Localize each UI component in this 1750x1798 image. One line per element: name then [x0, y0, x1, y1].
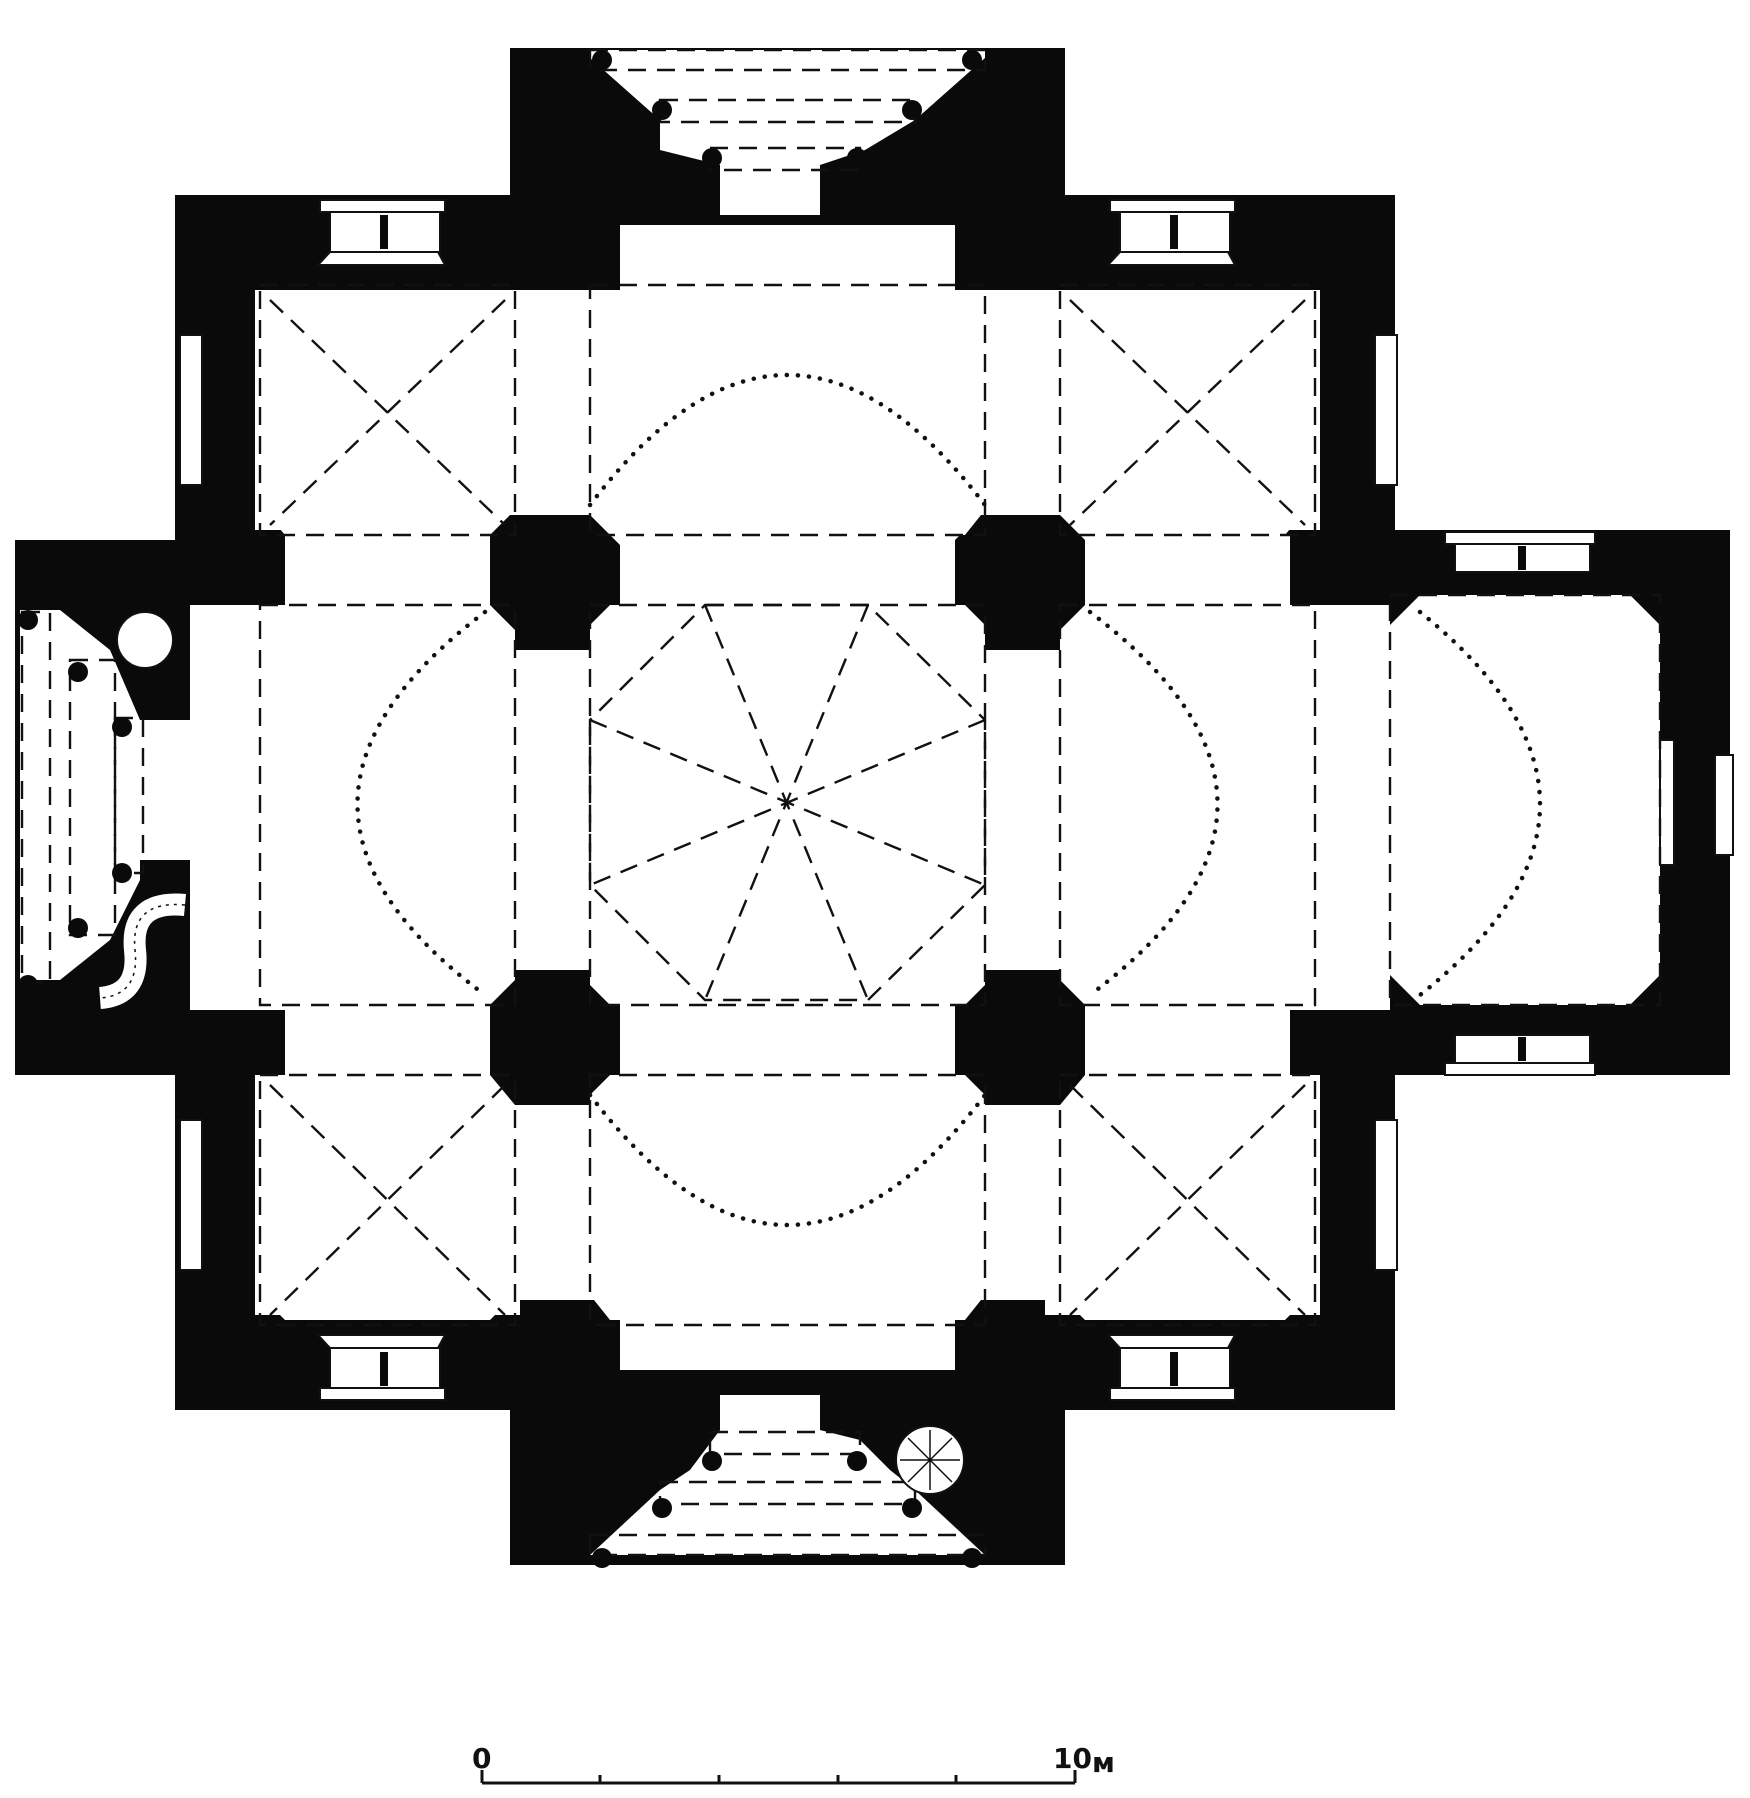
dome-arcs [355, 372, 1543, 1228]
window-east-south [1374, 1119, 1398, 1271]
windows [179, 199, 1734, 1401]
spiral-stair-south [895, 1425, 965, 1495]
window-apse-outer [1714, 754, 1734, 856]
window-east-top [1444, 531, 1596, 573]
scale-start-label: 0 [472, 1742, 491, 1775]
scale-end-label: 10 [1053, 1742, 1092, 1775]
scale-bar: 0 10 м [472, 1742, 1115, 1785]
window-nw-top [315, 199, 447, 266]
window-west-south [179, 1119, 203, 1271]
window-east-north [1374, 334, 1398, 486]
vault-lines [20, 48, 1662, 1557]
window-sw-bottom [315, 1334, 447, 1401]
window-west-north [179, 334, 203, 486]
window-se-bottom [1105, 1334, 1237, 1401]
window-east-bottom [1444, 1034, 1596, 1076]
window-apse-inner [1659, 739, 1675, 866]
columns [18, 50, 982, 1568]
scale-unit-label: м [1092, 1746, 1115, 1779]
spiral-stair-west [98, 611, 186, 1009]
window-ne-top [1105, 199, 1237, 266]
